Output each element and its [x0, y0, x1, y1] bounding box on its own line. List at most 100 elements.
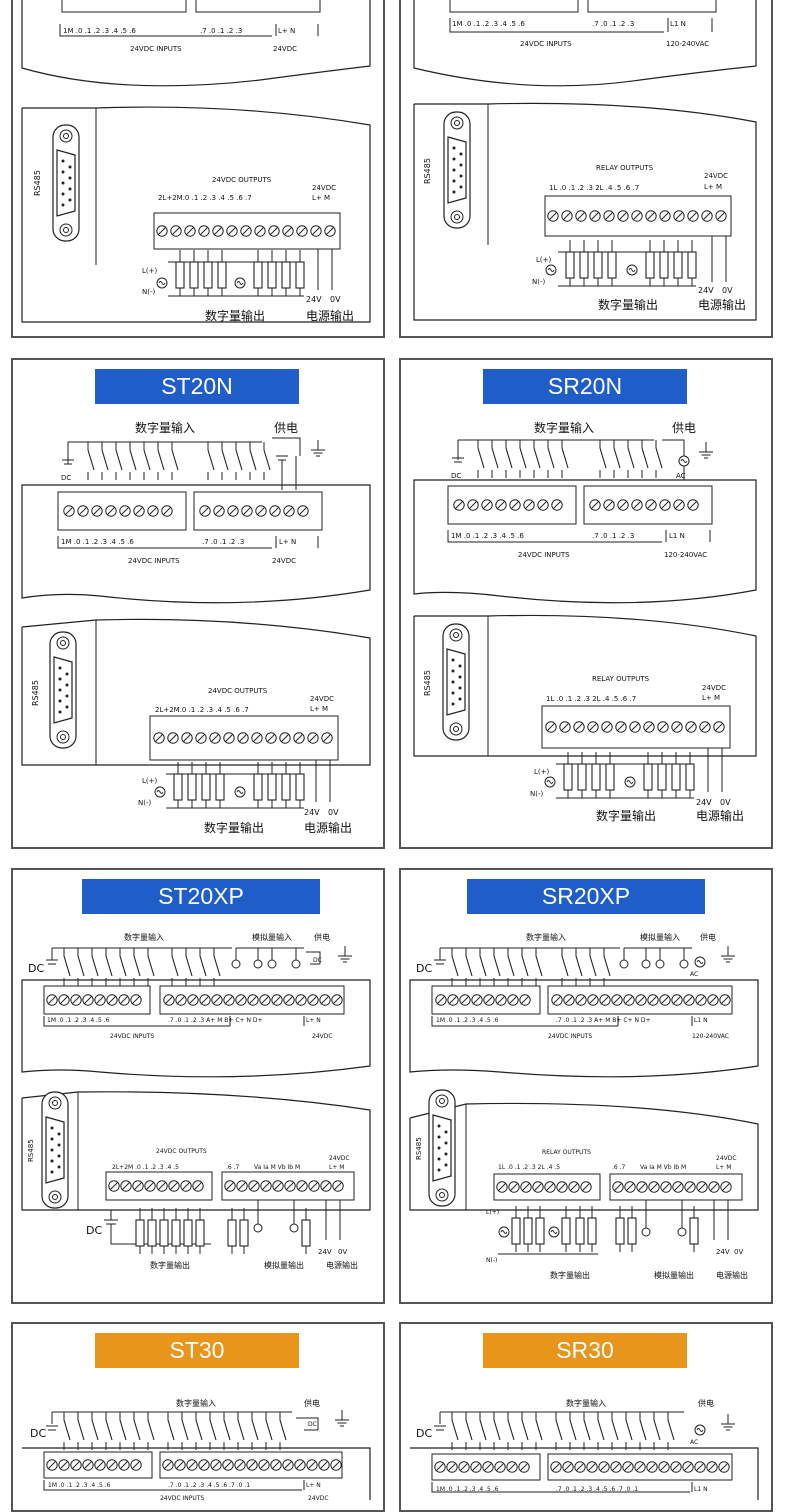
- digital-output-label: 数字量输出: [204, 820, 264, 835]
- power-output-label: 电源输出: [304, 820, 352, 835]
- ac-label: AC: [676, 472, 686, 480]
- in-row-a: 1M .0 .1 .2 .3 .4 .5 .6: [48, 1482, 111, 1489]
- panel-sr20xp: [399, 868, 773, 1304]
- out-row-b: .6 .7: [226, 1164, 240, 1171]
- in-row-a: 1M .0 .1 .2 .3 .4 .5 .6: [436, 1486, 499, 1493]
- digital-output-label: 数字量输出: [598, 297, 658, 312]
- v24-label: 24V: [318, 1248, 332, 1256]
- l-marker: L(+): [536, 256, 551, 264]
- in-row-b: .7 .0 .1 .2 .3: [202, 538, 244, 546]
- outputs-label: 24VDC OUTPUTS: [156, 1148, 207, 1155]
- model-title-sr20n: SR20N: [483, 369, 687, 404]
- in-row-b: .7 .0 .1 .2 .3: [592, 532, 634, 540]
- l-plus-m: L+ M: [312, 194, 330, 202]
- diagram-st30: 数字量输入 供电 DC DC 1M .0 .1 .2 .3 .4 .5 .6 .…: [22, 1398, 371, 1500]
- digital-input-label: 数字量输入: [534, 420, 594, 435]
- l1-n: L1 N: [694, 1486, 708, 1493]
- outputs-label: 24VDC OUTPUTS: [208, 687, 268, 695]
- power-supply-label: 供电: [274, 421, 298, 435]
- diagram-top-right: 1M .0 .1 .2 .3 .4 .5 .6 .7 .0 .1 .2 .3 L…: [413, 0, 757, 321]
- inputs-label: 24VDC INPUTS: [128, 557, 180, 565]
- inputs-label: 24VDC INPUTS: [110, 1033, 154, 1040]
- power-output-label: 电源输出: [698, 297, 746, 312]
- power-output-label: 电源输出: [696, 808, 744, 823]
- model-title-sr20xp: SR20XP: [467, 879, 705, 914]
- v24dc-out: 24VDC: [312, 184, 336, 192]
- terminal-block: [46, 1459, 342, 1471]
- n-marker: N(-): [138, 799, 151, 807]
- l-plus-n: L+ N: [279, 538, 296, 546]
- power-supply-label: 供电: [314, 932, 330, 942]
- power-output-label: 电源输出: [716, 1270, 748, 1280]
- diagram-sr20xp: 数字量输入 模拟量输入 供电 DC AC 1M .0 .1 .2 .3 .4 .…: [409, 932, 759, 1280]
- l-plus-m: L+ M: [310, 705, 328, 713]
- power-output-label: 电源输出: [306, 308, 354, 323]
- inputs-label: 24VDC INPUTS: [518, 551, 570, 559]
- v24dc-out: 24VDC: [704, 172, 728, 180]
- v0-label: 0V: [328, 808, 339, 817]
- v24dc-out: 24VDC: [310, 695, 334, 703]
- l-marker: L(+): [142, 267, 157, 275]
- inputs-label: 24VDC INPUTS: [160, 1495, 204, 1500]
- diagram-st20n: 数字量输入 供电 DC 1M .0 .1 .2 .3 .4 .5 .6 .7 .…: [21, 420, 371, 835]
- v24-label: 24V: [304, 808, 320, 817]
- in-row-a: 1M .0 .1 .2 .3 .4 .5 .6: [61, 538, 134, 546]
- l-plus-m: L+ M: [702, 694, 720, 702]
- v0-label: 0V: [734, 1248, 743, 1256]
- v24dc-label: 24VDC: [273, 45, 297, 53]
- l-plus-n: L+ N: [306, 1482, 321, 1489]
- power-supply-label: 供电: [700, 932, 716, 942]
- ac-label: AC: [690, 1439, 698, 1446]
- l-plus-m: L+ M: [704, 183, 722, 191]
- power-supply-label: 供电: [698, 1398, 714, 1408]
- v24-label: 24V: [306, 295, 322, 304]
- power-supply-label: 供电: [304, 1398, 320, 1408]
- v24dc-label: 24VDC: [308, 1495, 329, 1500]
- dc-label: DC: [61, 474, 71, 482]
- n-marker: N(-): [532, 278, 545, 286]
- power-output-label: 电源输出: [326, 1260, 358, 1270]
- dc-label: DC: [28, 962, 44, 975]
- inputs-label: 24VDC INPUTS: [130, 45, 182, 53]
- vac-label: 120-240VAC: [692, 1033, 729, 1040]
- v24dc-label: 24VDC: [312, 1033, 333, 1040]
- v24dc-label: 24VDC: [272, 557, 296, 565]
- model-title-st30: ST30: [95, 1333, 299, 1368]
- in-row-a: 1M .0 .1 .2 .3 .4 .5 .6: [63, 27, 136, 35]
- v24-label: 24V: [696, 798, 712, 807]
- digital-output-label: 数字量输出: [550, 1270, 590, 1280]
- diagram-sr30: 数字量输入 供电 DC AC 1M .0 .1 .2 .3 .4 .5 .6 .…: [410, 1398, 759, 1500]
- v0-label: 0V: [338, 1248, 347, 1256]
- in-row-a: 1M .0 .1 .2 .3 .4 .5 .6: [451, 532, 524, 540]
- analog-out-row: Va Ia M Vb Ib M: [254, 1164, 300, 1171]
- v24dc-out: 24VDC: [702, 684, 726, 692]
- dc-label-out: DC: [86, 1224, 102, 1237]
- diagram-st20xp: 数字量输入 模拟量输入 供电 DC DC 1M .0 .1 .2 .3 .4 .…: [21, 932, 371, 1270]
- in-row-a: 1M .0 .1 .2 .3 .4 .5 .6: [452, 20, 525, 28]
- rs485-label: RS485: [423, 670, 432, 696]
- in-row-b: .7 .0 .1 .2 .3 A+ M B+ C+ N D+: [556, 1017, 651, 1024]
- model-title-st20n: ST20N: [95, 369, 299, 404]
- l1-n: L1 N: [669, 532, 685, 540]
- digital-output-label: 数字量输出: [150, 1260, 190, 1270]
- out-row: 2L+2M.0 .1 .2 .3 .4 .5 .6 .7: [158, 194, 252, 202]
- out-row: 2L+2M.0 .1 .2 .3 .4 .5 .6 .7: [155, 706, 249, 714]
- digital-output-label: 数字量输出: [596, 808, 656, 823]
- inputs-label: 24VDC INPUTS: [520, 40, 572, 48]
- in-row-b: .7 .0 .1 .2 .3 .4 .5 .6 .7 .0 .1: [168, 1482, 250, 1489]
- analog-output-label: 模拟量输出: [264, 1260, 304, 1270]
- out-row: 1L .0 .1 .2 .3 2L .4 .5 .6 .7: [546, 695, 636, 703]
- l-marker: L(+): [142, 777, 157, 785]
- digital-input-label: 数字量输入: [176, 1398, 216, 1408]
- in-row-b: .7 .0 .1 .2 .3: [200, 27, 242, 35]
- v24-label: 24V: [698, 286, 714, 295]
- diagram-top-left: 1M .0 .1 .2 .3 .4 .5 .6 .7 .0 .1 .2 .3 L…: [21, 0, 371, 323]
- digital-input-label: 数字量输入: [124, 932, 164, 942]
- out-row: 1L .0 .1 .2 .3 2L .4 .5: [498, 1164, 560, 1171]
- model-title-st20xp: ST20XP: [82, 879, 320, 914]
- analog-output-label: 模拟量输出: [654, 1270, 694, 1280]
- rs485-label: RS485: [423, 158, 432, 184]
- panel-st20n: [11, 358, 385, 849]
- v24dc-out: 24VDC: [329, 1155, 350, 1162]
